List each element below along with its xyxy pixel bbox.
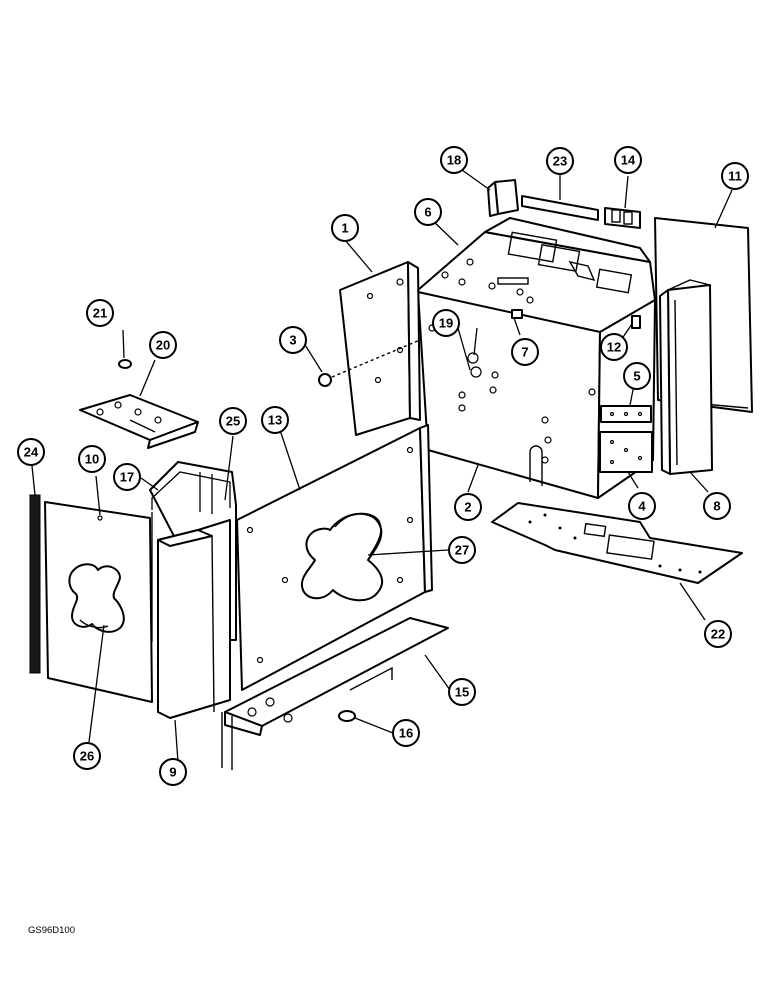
callout-14: 14: [614, 146, 642, 174]
callout-1-label: 1: [341, 221, 348, 236]
callout-27-label: 27: [455, 543, 469, 558]
part-grommet-16: [338, 710, 356, 722]
callout-3: 3: [279, 326, 307, 354]
callout-5: 5: [623, 362, 651, 390]
callout-15: 15: [448, 678, 476, 706]
callout-6: 6: [414, 198, 442, 226]
callout-9: 9: [159, 758, 187, 786]
part-clip-21: [118, 359, 132, 369]
figure-code-label: GS96D100: [28, 925, 76, 936]
part-fastener-7: [511, 309, 523, 319]
callout-13: 13: [261, 406, 289, 434]
callout-22-label: 22: [711, 627, 725, 642]
callout-6-label: 6: [424, 205, 431, 220]
part-seal-strip-24: [29, 494, 41, 674]
part-switch-block-14: [604, 207, 641, 229]
callout-16-label: 16: [399, 726, 413, 741]
leader-lines: [31, 164, 733, 763]
callout-24-label: 24: [24, 445, 39, 460]
part-side-channel-8: [659, 279, 713, 475]
callout-21-label: 21: [93, 306, 107, 321]
callout-11: 11: [721, 162, 749, 190]
callout-13-label: 13: [268, 413, 282, 428]
part-cutout-seal-26: [79, 619, 109, 629]
part-duct-cover-9: [157, 519, 231, 719]
part-cover-20: [79, 394, 199, 449]
callout-18: 18: [440, 146, 468, 174]
part-trim-strip-23: [521, 195, 599, 221]
callout-17: 17: [113, 463, 141, 491]
callout-4: 4: [628, 492, 656, 520]
part-grommet-3: [318, 339, 421, 387]
part-plate-4: [599, 431, 653, 473]
callout-20-label: 20: [156, 338, 170, 353]
part-fastener-12: [631, 315, 641, 329]
part-cutout-seal-27: [334, 512, 382, 556]
callout-26-label: 26: [80, 749, 94, 764]
callout-24: 24: [17, 438, 45, 466]
callout-5-label: 5: [633, 369, 640, 384]
callout-8-label: 8: [713, 499, 720, 514]
callout-14-label: 14: [621, 153, 636, 168]
callout-22: 22: [704, 620, 732, 648]
callout-21: 21: [86, 299, 114, 327]
callout-1: 1: [331, 214, 359, 242]
callout-19: 19: [432, 309, 460, 337]
part-floor-plate-15: [221, 617, 449, 770]
callout-9-label: 9: [169, 765, 176, 780]
callout-16: 16: [392, 719, 420, 747]
callout-7-label: 7: [521, 345, 528, 360]
callout-3-label: 3: [289, 333, 296, 348]
callout-18-label: 18: [447, 153, 461, 168]
part-wall-panel-13: [236, 424, 433, 691]
callout-12: 12: [600, 333, 628, 361]
part-plate-5: [600, 405, 652, 423]
callout-27: 27: [448, 536, 476, 564]
callout-10: 10: [78, 445, 106, 473]
part-floor-mat-22: [491, 502, 743, 584]
callout-4-label: 4: [638, 499, 646, 514]
callout-23-label: 23: [553, 154, 567, 169]
callout-23: 23: [546, 147, 574, 175]
callout-7: 7: [511, 338, 539, 366]
callout-12-label: 12: [607, 340, 621, 355]
part-console-top-6: [417, 217, 656, 336]
callout-17-label: 17: [120, 470, 134, 485]
callout-19-label: 19: [439, 316, 453, 331]
callout-10-label: 10: [85, 452, 99, 467]
part-left-panel-10: [44, 501, 153, 703]
callout-2-label: 2: [464, 500, 471, 515]
callout-25-label: 25: [226, 414, 240, 429]
part-side-panel-1: [339, 261, 421, 436]
callout-15-label: 15: [455, 685, 469, 700]
callout-25: 25: [219, 407, 247, 435]
part-bracket-18: [487, 179, 519, 217]
callout-26: 26: [73, 742, 101, 770]
callout-11-label: 11: [728, 169, 742, 184]
callout-8: 8: [703, 492, 731, 520]
callout-2: 2: [454, 493, 482, 521]
callout-20: 20: [149, 331, 177, 359]
